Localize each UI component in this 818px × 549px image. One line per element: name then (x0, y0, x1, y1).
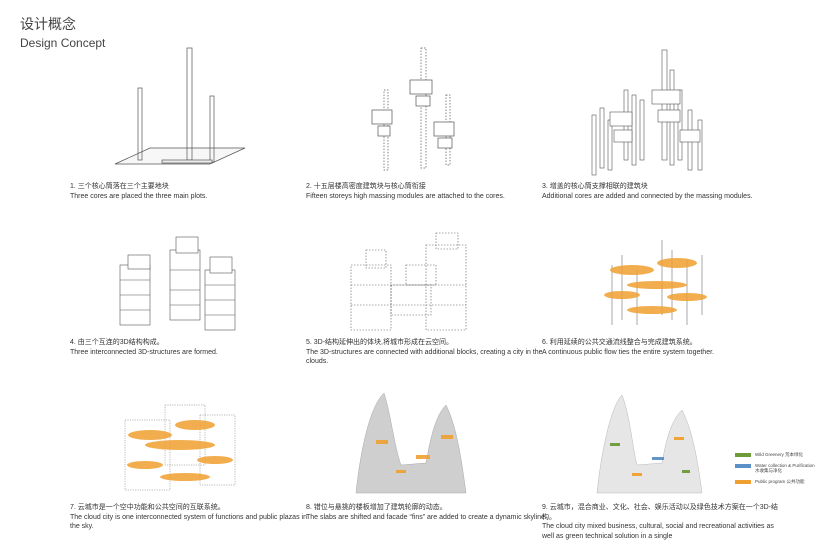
legend-item: Public program 公共功能 (735, 479, 815, 485)
step-9-caption: 9. 云城市，混合商业、文化、社会、娱乐活动以及绿色技术方案在一个3D-结构。T… (542, 504, 779, 540)
legend-label: Public program 公共功能 (755, 478, 805, 484)
step-6-panel: 6. 利用延续的公共交通流线整合与完成建筑系统。A continuous pub… (542, 225, 792, 365)
step-7-panel: 7. 云城市是一个空中功能和公共空间的互联系统。The cloud city i… (70, 385, 320, 545)
step-9-diagram (596, 394, 703, 494)
step-4-caption: 4. 由三个互连的3D结构构成。Three interconnected 3D-… (70, 339, 218, 356)
step-7-diagram (124, 404, 236, 491)
step-7-caption: 7. 云城市是一个空中功能和公共空间的互联系统。The cloud city i… (70, 504, 307, 530)
step-3-diagram (591, 49, 703, 176)
step-5-panel: 5. 3D-结构延伸出的体块,将城市形成在云空间。The 3D-structur… (306, 225, 556, 365)
step-6-diagram (604, 240, 707, 325)
step-5-diagram (350, 232, 467, 331)
legend-swatch-water (735, 463, 751, 468)
step-5-caption: 5. 3D-结构延伸出的体块,将城市形成在云空间。The 3D-structur… (306, 339, 543, 365)
step-9-panel: 9. 云城市，混合商业、文化、社会、娱乐活动以及绿色技术方案在一个3D-结构。T… (542, 385, 792, 545)
step-6-caption: 6. 利用延续的公共交通流线整合与完成建筑系统。A continuous pub… (542, 339, 714, 356)
page-title: 设计概念 (20, 16, 76, 32)
legend-swatch-greenery (735, 453, 751, 457)
legend: Wild Greenery 荒本绿化 Water collection & Pu… (735, 452, 815, 489)
page-subtitle: Design Concept (20, 36, 106, 50)
legend-item: Wild Greenery 荒本绿化 (735, 452, 815, 458)
legend-item: Water collection & Purification 水收集与净化 (735, 463, 815, 474)
step-4-panel: 4. 由三个互连的3D结构构成。Three interconnected 3D-… (70, 225, 320, 365)
legend-label: Water collection & Purification 水收集与净化 (755, 462, 815, 474)
step-8-caption: 8. 错位与悬挑的楼板增加了建筑轮廓的动态。The slabs are shif… (306, 504, 547, 521)
step-4-diagram (119, 236, 236, 331)
legend-swatch-public (735, 479, 751, 484)
step-1-diagram (114, 47, 246, 165)
legend-label: Wild Greenery 荒本绿化 (755, 452, 804, 457)
step-2-diagram (371, 47, 455, 171)
step-8-panel: 8. 错位与悬挑的楼板增加了建筑轮廓的动态。The slabs are shif… (306, 385, 556, 545)
step-8-diagram (355, 392, 467, 494)
